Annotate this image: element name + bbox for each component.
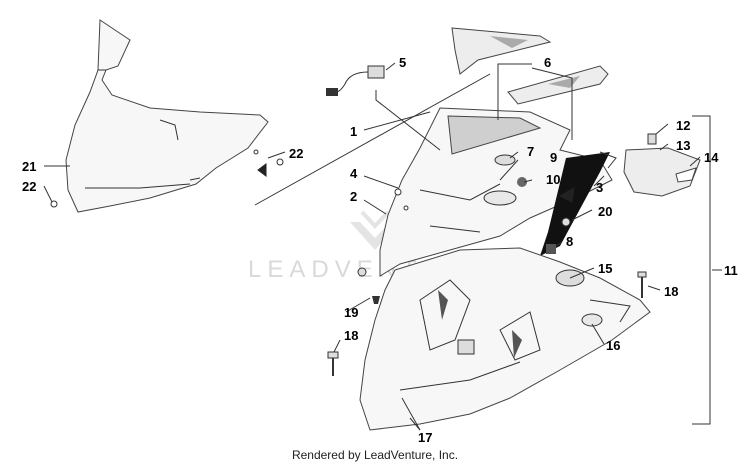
wire-connector	[326, 65, 385, 96]
screw-icon	[276, 158, 284, 166]
footer-credit: Rendered by LeadVenture, Inc.	[291, 448, 459, 462]
callout-14: 14	[704, 150, 719, 165]
screw-icon	[253, 149, 259, 155]
callout-3: 3	[596, 180, 603, 195]
fastener-icon	[357, 267, 367, 277]
bolt-right	[637, 271, 647, 298]
screw-icon	[394, 188, 402, 196]
bolt-left	[327, 351, 339, 376]
callout-labels: 1 2 3 4 5 6 7 8 9 10 11 12 13 14 15 16 1…	[22, 55, 738, 445]
bracket-plate	[623, 133, 701, 197]
callout-16: 16	[606, 338, 620, 353]
callout-7: 7	[527, 144, 534, 159]
callout-22-left: 22	[22, 179, 36, 194]
callout-18-left: 18	[344, 328, 358, 343]
callout-10: 10	[546, 172, 560, 187]
fastener-icon	[372, 296, 380, 304]
callout-13: 13	[676, 138, 690, 153]
hood-upper	[379, 107, 613, 277]
light-lens-upper	[451, 27, 552, 75]
screw-icon	[50, 200, 58, 208]
callout-4: 4	[350, 166, 358, 181]
callout-5: 5	[399, 55, 406, 70]
hood-stripe	[540, 151, 617, 256]
light-lens-lower	[507, 65, 609, 105]
windshield	[65, 19, 269, 213]
callout-20: 20	[598, 204, 612, 219]
callout-6: 6	[544, 55, 551, 70]
callout-19: 19	[344, 305, 358, 320]
callout-11: 11	[724, 263, 738, 278]
arrow-marker-icon	[257, 163, 267, 177]
callout-21: 21	[22, 159, 36, 174]
callout-17: 17	[418, 430, 432, 445]
callout-12: 12	[676, 118, 690, 133]
lower-belly-pan	[359, 247, 651, 431]
callout-15: 15	[598, 261, 612, 276]
screw-icon	[403, 205, 409, 211]
callout-8: 8	[566, 234, 573, 249]
callout-18-right: 18	[664, 284, 678, 299]
callout-1: 1	[350, 124, 357, 139]
callout-9: 9	[550, 150, 557, 165]
leader-lines	[43, 62, 722, 431]
fastener-icon	[546, 244, 556, 254]
callout-22-right: 22	[289, 146, 303, 161]
arrow-marker-icon	[558, 187, 575, 203]
callout-2: 2	[350, 189, 357, 204]
fastener-icon	[561, 217, 571, 227]
